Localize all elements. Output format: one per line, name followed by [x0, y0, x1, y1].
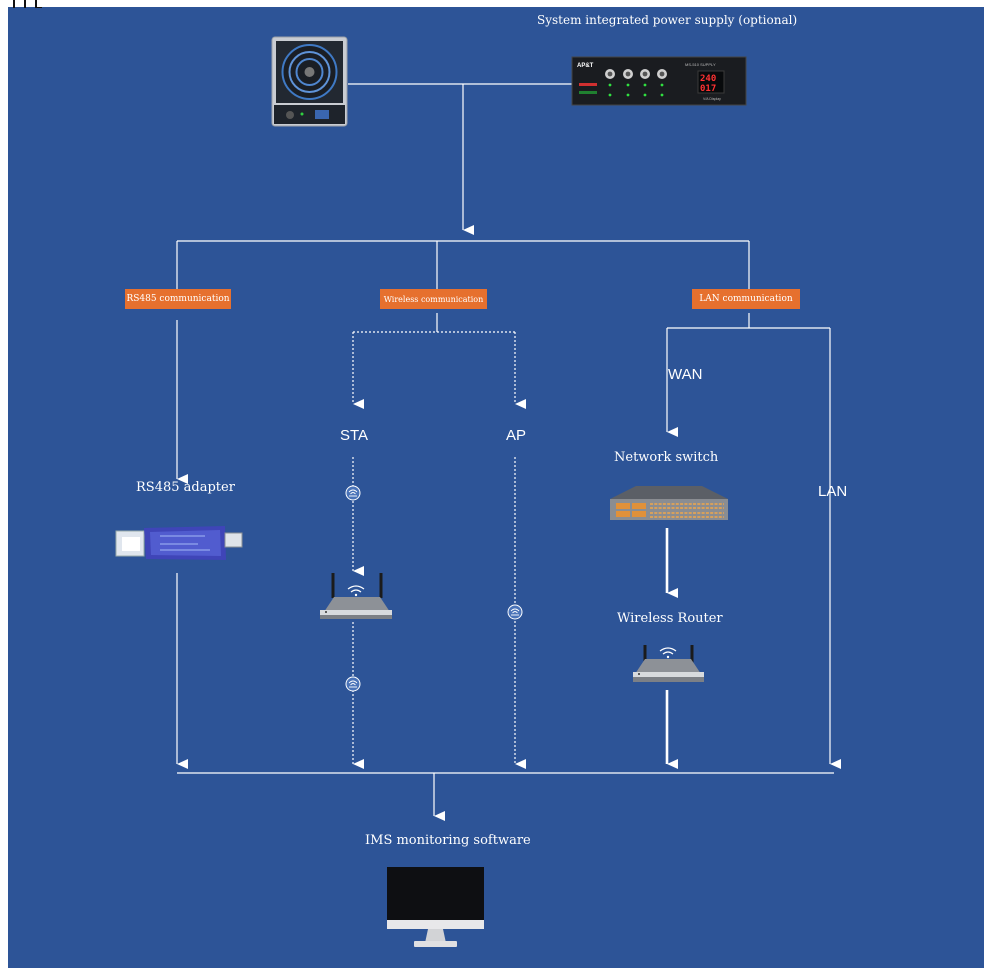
voltage-readout: 240 [700, 74, 716, 84]
power-supply-title: System integrated power supply (optional… [537, 13, 798, 27]
diagram-background [8, 7, 984, 968]
rs485-communication-badge: RS485 communication [125, 289, 231, 309]
power-supply-unit-icon: AP&T MS-510 SUPPLY 240 017 V/A Display [571, 56, 747, 106]
lan-label: LAN [818, 483, 848, 500]
wireless-router-label: Wireless Router [617, 611, 723, 626]
wireless-signal-icon [507, 604, 523, 620]
wireless-router-icon [320, 573, 392, 619]
usb-rs485-adapter-icon [115, 526, 243, 560]
lan-communication-badge: LAN communication [692, 289, 800, 309]
wireless-communication-badge: Wireless communication [380, 289, 487, 309]
rs485-adapter-label: RS485 adapter [136, 480, 235, 495]
power-supply-brand: AP&T [577, 63, 594, 69]
network-switch-label: Network switch [614, 450, 719, 465]
ims-software-label: IMS monitoring software [365, 833, 531, 848]
wireless-router-icon [633, 645, 704, 682]
wireless-signal-icon [345, 485, 361, 501]
ionizing-fan-unit-icon [271, 36, 348, 127]
current-readout: 017 [700, 84, 716, 94]
network-switch-icon [610, 486, 728, 520]
sta-label: STA [340, 427, 369, 444]
corner-glyph-fragment [13, 0, 42, 8]
monitor-icon [387, 867, 484, 947]
display-label: V/A Display [703, 97, 721, 101]
ap-label: AP [506, 427, 527, 444]
wireless-signal-icon [345, 676, 361, 692]
wan-label: WAN [668, 366, 703, 383]
power-supply-model: MS-510 SUPPLY [685, 62, 716, 67]
